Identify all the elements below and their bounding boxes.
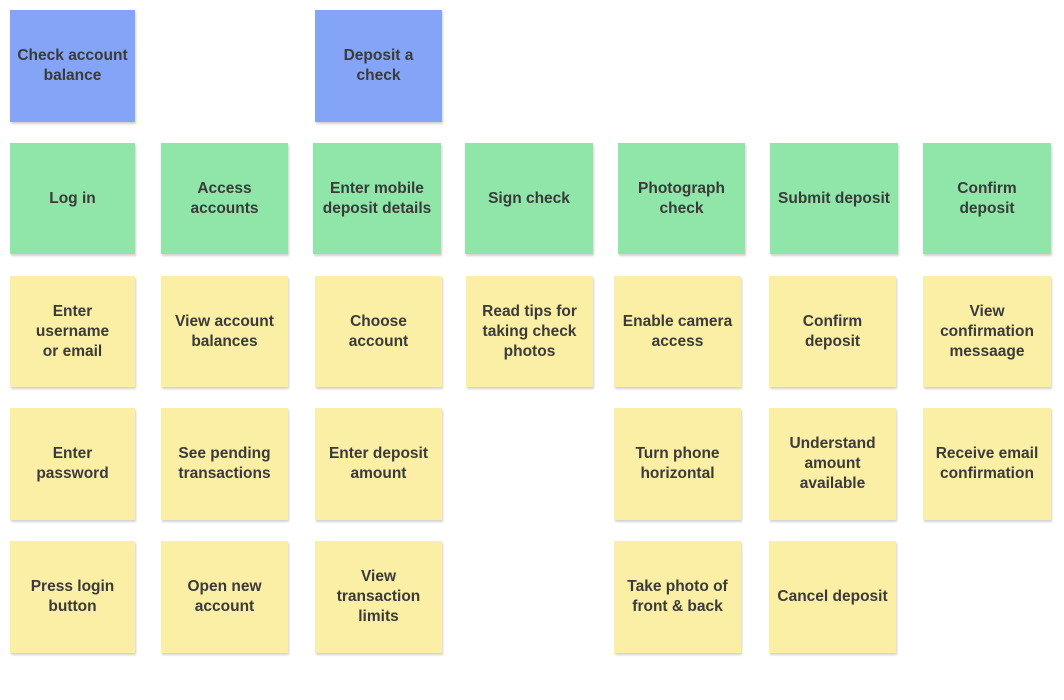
- step-label: Submit deposit: [778, 189, 890, 207]
- activity-check-account-balance: Check account balance: [10, 10, 135, 122]
- task-label: Take photo of front & back: [627, 578, 728, 615]
- task-enter-password: Enter password: [10, 408, 135, 520]
- task-view-confirmation-message: View confirmation messaage: [923, 276, 1051, 387]
- task-label: Confirm deposit: [802, 312, 863, 350]
- task-label: Press login button: [30, 578, 115, 615]
- step-log-in: Log in: [10, 143, 135, 254]
- task-label: Choose account: [348, 312, 409, 350]
- task-confirm-deposit: Confirm deposit: [769, 276, 896, 387]
- task-press-login-button: Press login button: [10, 541, 135, 653]
- step-label: Access accounts: [190, 179, 259, 217]
- task-see-pending-transactions: See pending transactions: [161, 408, 288, 520]
- task-label: Enter username or email: [35, 302, 110, 360]
- task-label: Receive email confirmation: [935, 445, 1039, 482]
- task-enter-username: Enter username or email: [10, 276, 135, 387]
- task-open-new-account: Open new account: [161, 541, 288, 653]
- task-view-account-balances: View account balances: [161, 276, 288, 387]
- step-label: Log in: [49, 189, 96, 207]
- task-choose-account: Choose account: [315, 276, 442, 387]
- step-label: Photograph check: [638, 179, 725, 217]
- task-label: Understand amount available: [789, 435, 876, 492]
- task-label: Enter deposit amount: [328, 445, 429, 482]
- task-label: Cancel deposit: [777, 588, 888, 605]
- task-label: Open new account: [187, 578, 262, 615]
- task-label: See pending transactions: [178, 445, 271, 482]
- task-enter-deposit-amount: Enter deposit amount: [315, 408, 442, 520]
- task-label: Read tips for taking check photos: [482, 302, 577, 360]
- task-take-photo: Take photo of front & back: [614, 541, 741, 653]
- step-access-accounts: Access accounts: [161, 143, 288, 254]
- task-receive-email-confirmation: Receive email confirmation: [923, 408, 1051, 520]
- task-view-transaction-limits: View transaction limits: [315, 541, 442, 653]
- task-cancel-deposit: Cancel deposit: [769, 541, 896, 653]
- step-enter-mobile-deposit-details: Enter mobile deposit details: [313, 143, 441, 254]
- step-label: Enter mobile deposit details: [322, 179, 432, 217]
- activity-label: Deposit a check: [343, 47, 414, 84]
- task-enable-camera-access: Enable camera access: [614, 276, 741, 387]
- task-understand-amount-available: Understand amount available: [769, 408, 896, 520]
- step-confirm-deposit: Confirm deposit: [923, 143, 1051, 254]
- step-submit-deposit: Submit deposit: [770, 143, 898, 254]
- step-label: Sign check: [488, 189, 570, 207]
- task-turn-phone-horizontal: Turn phone horizontal: [614, 408, 741, 520]
- step-photograph-check: Photograph check: [618, 143, 745, 254]
- task-read-tips: Read tips for taking check photos: [466, 276, 593, 387]
- activity-label: Check account balance: [17, 47, 128, 84]
- step-sign-check: Sign check: [465, 143, 593, 254]
- step-label: Confirm deposit: [957, 179, 1017, 217]
- task-label: View confirmation messaage: [940, 302, 1034, 360]
- task-label: Enable camera access: [622, 312, 733, 350]
- task-label: View account balances: [175, 312, 274, 350]
- activity-deposit-a-check: Deposit a check: [315, 10, 442, 122]
- task-label: Turn phone horizontal: [635, 445, 720, 482]
- task-label: Enter password: [36, 445, 109, 482]
- task-label: View transaction limits: [336, 568, 421, 625]
